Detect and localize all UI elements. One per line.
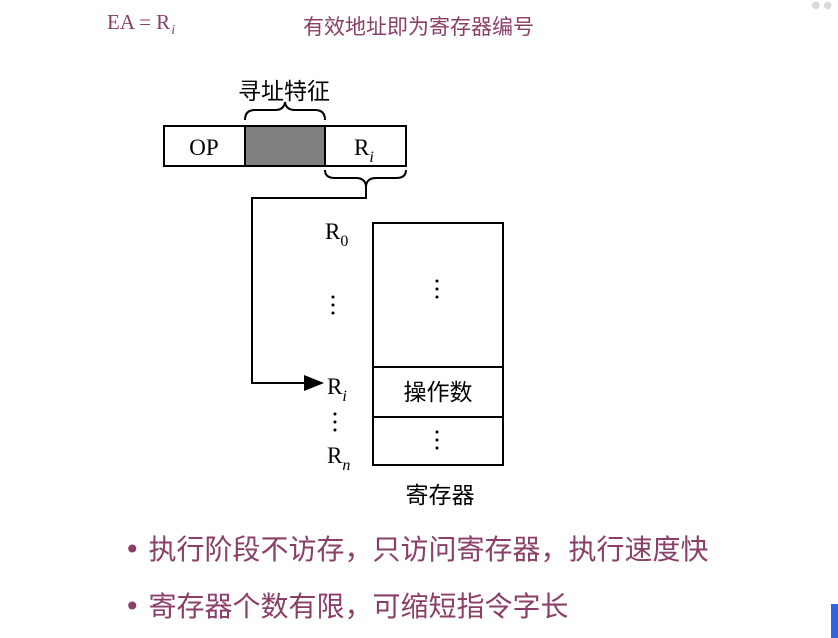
slide-corner-marker bbox=[831, 604, 838, 638]
left-ellipsis-upper bbox=[331, 295, 335, 315]
top-brace bbox=[244, 101, 326, 121]
r0-main: R bbox=[325, 219, 341, 244]
register-field-label: Ri bbox=[354, 135, 374, 166]
left-ellipsis-lower bbox=[333, 412, 337, 432]
upper-ellipsis bbox=[435, 279, 439, 299]
lower-ellipsis bbox=[435, 430, 439, 450]
bottom-brace bbox=[324, 169, 407, 187]
ri-main: R bbox=[327, 374, 343, 399]
bullet-dot: • bbox=[124, 533, 141, 566]
rn-main: R bbox=[327, 443, 343, 468]
r0-label: R0 bbox=[325, 219, 348, 250]
rn-sub: n bbox=[342, 457, 350, 474]
bullet-item: •执行阶段不访存，只访问寄存器，执行速度快 bbox=[124, 528, 709, 568]
register-field-sub: i bbox=[369, 149, 373, 166]
addressing-feature-field bbox=[244, 125, 326, 167]
register-field bbox=[324, 125, 407, 167]
ri-sub: i bbox=[342, 388, 346, 405]
formula-description: 有效地址即为寄存器编号 bbox=[303, 15, 534, 39]
ea-formula: EA = Ri bbox=[107, 10, 176, 38]
register-field-main: R bbox=[354, 135, 370, 160]
operand-register bbox=[372, 366, 504, 418]
register-block-upper bbox=[372, 222, 504, 368]
op-label: OP bbox=[189, 135, 218, 160]
ri-label: Ri bbox=[327, 374, 347, 405]
bullet-dot: • bbox=[124, 590, 141, 623]
pointer-arrow bbox=[251, 186, 367, 391]
formula-main: EA = R bbox=[107, 10, 171, 34]
decorative-dots: ● ● bbox=[811, 0, 832, 11]
formula-subscript: i bbox=[171, 23, 176, 38]
register-file-label: 寄存器 bbox=[406, 483, 475, 509]
op-field bbox=[163, 125, 246, 167]
bullet-text: 执行阶段不访存，只访问寄存器，执行速度快 bbox=[148, 533, 709, 566]
addressing-feature-label: 寻址特征 bbox=[238, 79, 330, 105]
operand-label: 操作数 bbox=[404, 380, 473, 406]
bullet-text: 寄存器个数有限，可缩短指令字长 bbox=[148, 590, 569, 623]
r0-sub: 0 bbox=[340, 233, 348, 250]
rn-label: Rn bbox=[327, 443, 350, 474]
bullet-item: •寄存器个数有限，可缩短指令字长 bbox=[124, 585, 569, 625]
